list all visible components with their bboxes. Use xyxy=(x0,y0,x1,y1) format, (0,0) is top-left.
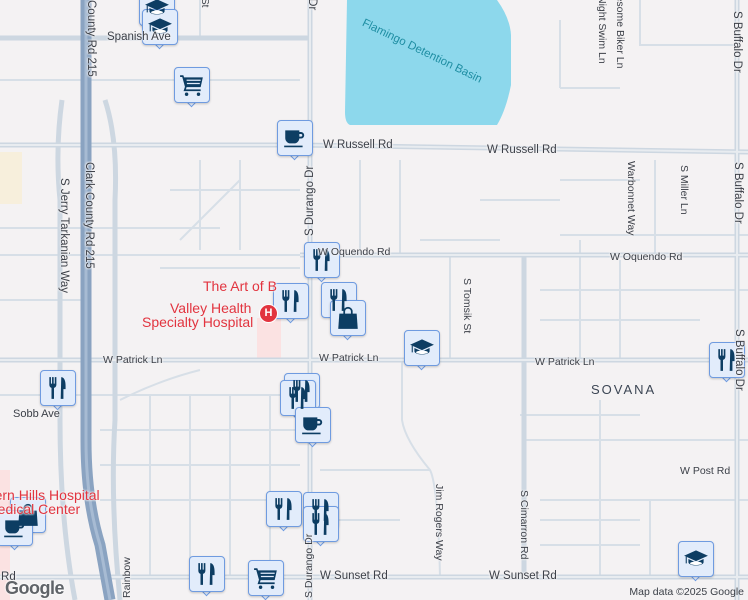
marker-box xyxy=(40,370,76,406)
cafe-marker[interactable] xyxy=(295,407,331,448)
fork-knife-icon xyxy=(285,385,311,411)
label-county-rd-215-top: County Rd 215 xyxy=(85,0,97,77)
label-post-rd: W Post Rd xyxy=(680,465,731,477)
poi-valley-health-1[interactable]: Valley Health xyxy=(170,300,252,316)
poi-southern-hills-2[interactable]: Medical Center xyxy=(0,501,81,517)
fork-knife-icon xyxy=(278,288,304,314)
label-jerry-tarkanian-way: S Jerry Tarkanian Way xyxy=(58,178,70,294)
google-logo: Google xyxy=(5,578,65,598)
label-oquendo-1: W Oquendo Rd xyxy=(318,246,391,258)
school-marker[interactable] xyxy=(404,330,440,371)
label-rainbow: Rainbow xyxy=(121,557,133,598)
label-spanish-ave: Spanish Ave xyxy=(107,31,171,43)
cafe-marker[interactable] xyxy=(0,510,33,551)
restaurant-marker[interactable] xyxy=(266,491,302,532)
marker-box xyxy=(709,342,745,378)
label-sunset-2: W Sunset Rd xyxy=(320,570,388,582)
restaurant-marker[interactable] xyxy=(40,370,76,411)
label-jim-rogers-way: Jim Rogers Way xyxy=(433,484,445,561)
label-sobb-ave: Sobb Ave xyxy=(13,408,60,420)
label-cimarron-rd: S Cimarron Rd xyxy=(518,490,530,560)
graduation-cap-icon xyxy=(409,335,435,361)
hospital-icon[interactable]: H xyxy=(259,304,278,323)
coffee-cup-icon xyxy=(282,125,308,151)
marker-box xyxy=(0,510,33,546)
label-patrick-2: W Patrick Ln xyxy=(319,352,379,364)
poi-art-of[interactable]: The Art of B xyxy=(203,278,277,294)
label-patrick-1: W Patrick Ln xyxy=(103,354,163,366)
fork-knife-icon xyxy=(45,375,71,401)
school-marker[interactable] xyxy=(678,541,714,582)
label-russell-2: W Russell Rd xyxy=(487,144,557,156)
fork-knife-icon xyxy=(271,496,297,522)
restaurant-marker[interactable] xyxy=(273,283,309,324)
label-night-swim-ln: Night Swim Ln xyxy=(596,0,608,64)
label-patrick-3: W Patrick Ln xyxy=(535,356,595,368)
marker-box xyxy=(330,300,366,336)
cafe-marker[interactable] xyxy=(277,120,313,161)
marker-box xyxy=(277,120,313,156)
fork-knife-icon xyxy=(194,561,220,587)
restaurant-marker[interactable] xyxy=(280,380,316,421)
label-durango-top: S Durango Dr xyxy=(306,0,318,10)
marker-box xyxy=(248,560,284,596)
marker-box xyxy=(678,541,714,577)
label-sunset-3: W Sunset Rd xyxy=(489,570,557,582)
restaurant-marker[interactable] xyxy=(304,242,340,283)
grocery-marker[interactable] xyxy=(174,67,210,108)
label-durango-mid: S Durango Dr xyxy=(304,165,316,236)
poi-valley-health-2[interactable]: Specialty Hospital xyxy=(142,314,254,330)
marker-box xyxy=(189,556,225,592)
label-durango-low: S Durango Dr xyxy=(303,533,315,598)
label-warbonnet-way: Warbonnet Way xyxy=(625,161,637,236)
label-sovana: SOVANA xyxy=(591,382,657,397)
label-sunset-1: W Sunset Rd xyxy=(0,571,16,583)
map-copyright: Map data ©2025 Google xyxy=(629,586,744,598)
poi-southern-hills-1[interactable]: Southern Hills Hospital xyxy=(0,487,100,503)
shopping-cart-icon xyxy=(179,72,205,98)
shopping-bag-icon xyxy=(335,305,361,331)
marker-box xyxy=(295,407,331,443)
label-tomsik-st: S Tomsik St xyxy=(461,278,473,334)
school-marker[interactable] xyxy=(142,9,178,50)
graduation-cap-icon xyxy=(683,546,709,572)
marker-box xyxy=(303,506,339,542)
coffee-cup-icon xyxy=(2,515,28,541)
restaurant-marker[interactable] xyxy=(303,506,339,547)
marker-box xyxy=(142,9,178,45)
coffee-cup-icon xyxy=(300,412,326,438)
restaurant-marker[interactable] xyxy=(189,556,225,597)
restaurant-marker[interactable] xyxy=(709,342,745,383)
grocery-marker[interactable] xyxy=(248,560,284,600)
shopping-cart-icon xyxy=(253,565,279,591)
label-buffalo-low: S Buffalo Dr xyxy=(733,329,745,391)
label-buffalo-top: S Buffalo Dr xyxy=(731,11,743,73)
label-miller-ln: S Miller Ln xyxy=(678,165,690,215)
marker-box xyxy=(266,491,302,527)
shopping-marker[interactable] xyxy=(330,300,366,341)
label-russell-1: W Russell Rd xyxy=(323,139,393,151)
label-buffalo-mid: S Buffalo Dr xyxy=(732,162,744,224)
label-clark-county-rd-215: Clark County Rd 215 xyxy=(83,162,95,269)
label-oquendo-2: W Oquendo Rd xyxy=(610,251,683,263)
marker-box xyxy=(404,330,440,366)
marker-box xyxy=(280,380,316,416)
marker-box xyxy=(273,283,309,319)
label-st: St xyxy=(199,0,210,8)
label-lonesome-biker-ln: Lonesome Biker Ln xyxy=(614,0,626,69)
marker-box xyxy=(304,242,340,278)
marker-box xyxy=(174,67,210,103)
